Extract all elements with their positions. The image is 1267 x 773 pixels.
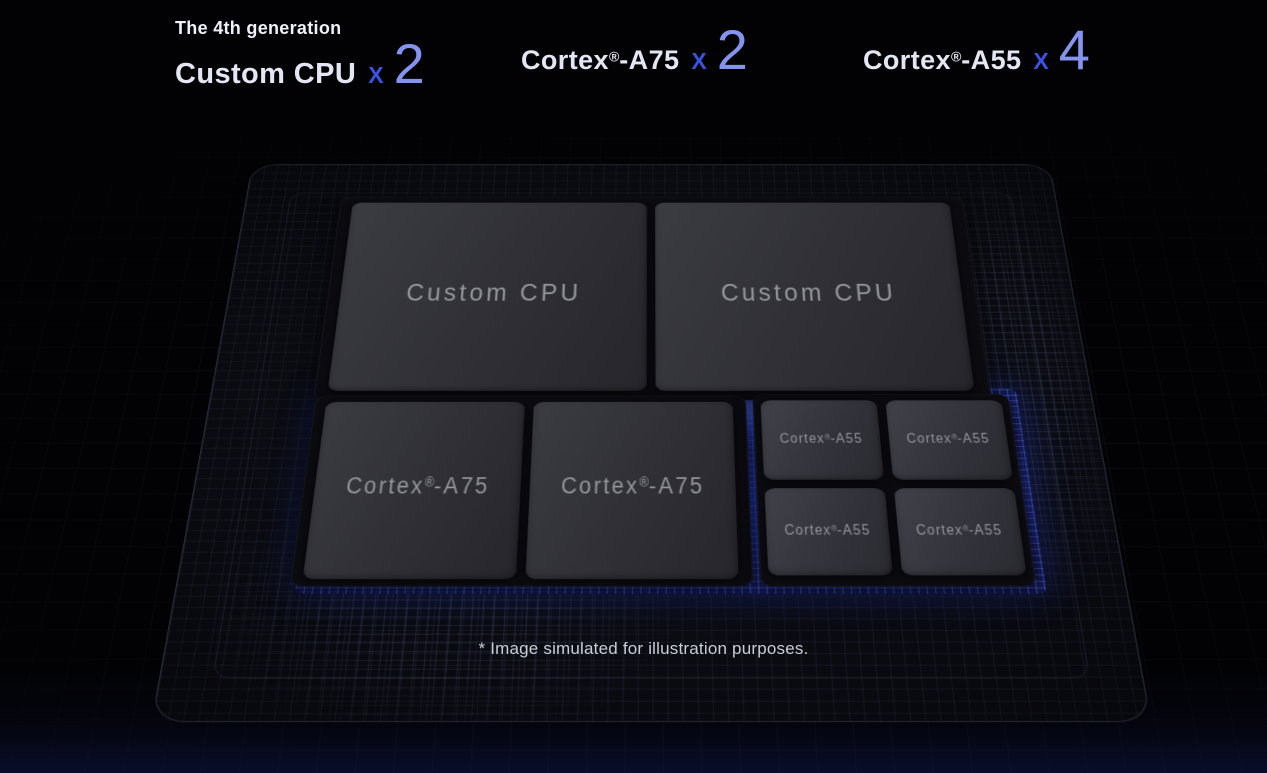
cortex-a55-block-1: Cortex®-A55 (760, 400, 884, 480)
cortex-a75-block-2-label: Cortex®-A75 (560, 474, 705, 500)
cortex-a55-block-3: Cortex®-A55 (764, 488, 893, 576)
custom-cpu-block-2: Custom CPU (655, 202, 975, 391)
cortex-a75-block-1: Cortex®-A75 (302, 402, 525, 580)
header-cortex-a55-name: Cortex®-A55 (863, 45, 1022, 75)
custom-cpu-block-1-label: Custom CPU (404, 279, 582, 307)
header-custom-cpu-line: Custom CPU x 2 (175, 32, 425, 95)
header-custom-cpu-eyebrow: The 4th generation (175, 18, 342, 38)
cortex-a55-block-1-label: Cortex®-A55 (779, 432, 864, 447)
cortex-a55-block-2: Cortex®-A55 (885, 400, 1013, 480)
header-cortex-a75-count: 2 (716, 18, 748, 81)
header-cortex-a55-count: 4 (1058, 18, 1090, 81)
header-cortex-a75-times: x (691, 48, 707, 74)
header-custom-cpu-times: x (368, 62, 384, 88)
header-cortex-a75-name: Cortex®-A75 (521, 45, 680, 75)
cortex-a55-block-2-label: Cortex®-A55 (905, 432, 991, 447)
cortex-a75-block-2: Cortex®-A75 (525, 402, 739, 580)
cortex-a55-block-4-label: Cortex®-A55 (915, 523, 1004, 539)
header-cortex-a55-times: x (1033, 48, 1049, 74)
custom-cpu-block-1: Custom CPU (327, 202, 647, 391)
header-cortex-a75-line: Cortex®-A75 x 2 (521, 18, 748, 81)
cortex-a55-block-4: Cortex®-A55 (893, 488, 1027, 576)
header-cortex-a55-line: Cortex®-A55 x 4 (863, 18, 1090, 81)
custom-cpu-block-2-label: Custom CPU (720, 279, 898, 307)
header-custom-cpu: The 4th generation Custom CPU x 2 (175, 18, 425, 91)
disclaimer-note: * Image simulated for illustration purpo… (478, 639, 809, 658)
cortex-a75-block-1-label: Cortex®-A75 (344, 474, 491, 500)
header-cortex-a55: Cortex®-A55 x 4 (863, 18, 1090, 81)
header-cortex-a75: Cortex®-A75 x 2 (521, 18, 748, 81)
header-custom-cpu-name: Custom CPU (175, 58, 357, 90)
cortex-a55-block-3-label: Cortex®-A55 (784, 523, 872, 539)
header-custom-cpu-count: 2 (393, 32, 425, 95)
chip-board: Custom CPU Custom CPU Cortex®-A75 Cortex… (0, 137, 1267, 773)
